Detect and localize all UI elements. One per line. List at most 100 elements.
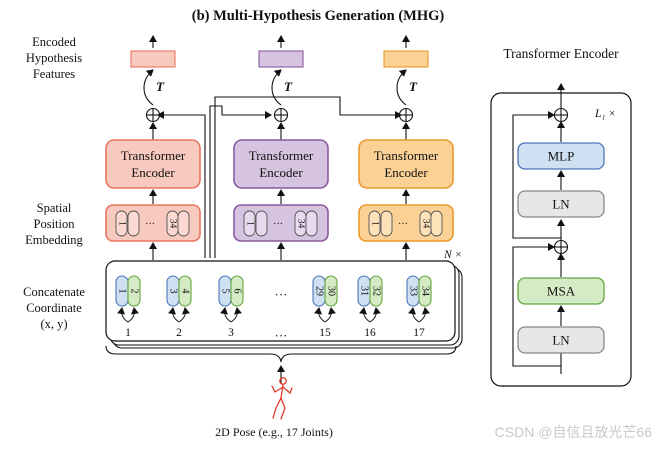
coord-y-token-1	[127, 275, 141, 307]
watermark: CSDN @自信且放光芒66	[495, 424, 653, 440]
coord-arrow-left-1	[117, 307, 129, 323]
te-residual-2	[512, 111, 561, 239]
feature-box-1	[130, 50, 176, 68]
embed-dots-3: ···	[398, 219, 408, 230]
adder-3	[398, 107, 414, 123]
label-encoded-line1: Encoded	[32, 35, 76, 49]
coord-arrow-right-5	[369, 307, 381, 323]
transformer-repeat-label: L₁ ×	[594, 108, 616, 120]
embed-token-2-2	[255, 210, 268, 237]
coord-x-label-2: 3	[168, 289, 179, 294]
transpose-label-2: T	[284, 79, 293, 94]
label-concat-line1: Concatenate	[23, 285, 85, 299]
skip-connections	[157, 96, 402, 258]
coord-x-label-6: 33	[408, 286, 419, 296]
joint-index-3: 3	[228, 327, 234, 339]
encoder-label-line2-1: Encoder	[131, 165, 175, 180]
te-mlp-block	[517, 142, 605, 170]
joint-index-6: 17	[413, 327, 425, 339]
coord-x-label-3: 5	[220, 289, 231, 294]
coord-arrow-right-6	[418, 307, 430, 323]
coord-arrow-left-4	[314, 307, 326, 323]
embed-token-1-1	[115, 210, 128, 237]
coord-arrow-right-3	[230, 307, 242, 323]
transpose-arrow-1	[143, 69, 154, 106]
embed-last-label-3: 34	[420, 219, 430, 229]
label-encoded-line2: Hypothesis	[26, 51, 82, 65]
label-concat-line2: Coordinate	[26, 301, 82, 315]
coord-arrow-right-4	[324, 307, 336, 323]
te-msa-block-label: MSA	[547, 284, 576, 299]
coord-x-label-4: 29	[314, 286, 325, 296]
embed-token-1-4	[177, 210, 190, 237]
transformer-panel-blocks: MLP LN MSA LN	[512, 83, 605, 374]
embed-first-label-1: 1	[116, 221, 126, 226]
adder-1	[145, 107, 161, 123]
coord-arrow-left-6	[408, 307, 420, 323]
coord-y-token-4	[324, 275, 338, 307]
pose-figure-icon	[271, 377, 293, 420]
transformer-encoder-3	[358, 139, 454, 189]
te-mlp-block-label: MLP	[548, 149, 575, 164]
skip-line-2	[209, 105, 272, 258]
te-ln-block-upper-label: LN	[552, 197, 570, 212]
label-spatial-line3: Embedding	[25, 233, 83, 247]
coord-y-label-1: 2	[129, 289, 140, 294]
te-msa-block	[517, 277, 605, 305]
te-adder-upper	[553, 107, 569, 123]
coord-arrow-left-5	[359, 307, 371, 323]
skip-line-3	[214, 96, 402, 258]
coord-y-label-6: 34	[420, 286, 431, 296]
skip-line-1	[157, 111, 206, 258]
te-residual-1	[512, 243, 561, 367]
embed-token-2-1	[243, 210, 256, 237]
joint-dots: ···	[275, 328, 288, 343]
stack-count-label: N ×	[443, 249, 462, 261]
adder-2	[273, 107, 289, 123]
embed-last-label-2: 34	[295, 219, 305, 229]
coord-x-label-1: 1	[117, 289, 128, 294]
embed-first-label-3: 1	[369, 221, 379, 226]
encoder-label-line1-2: Transformer	[249, 148, 314, 163]
coord-y-label-3: 6	[232, 289, 243, 294]
joint-index-1: 1	[125, 327, 131, 339]
embed-token-1-2	[127, 210, 140, 237]
transpose-label-1: T	[156, 79, 165, 94]
embed-first-label-2: 1	[244, 221, 254, 226]
curly-brace	[105, 345, 457, 363]
coord-y-token-3	[230, 275, 244, 307]
embed-token-3-2	[380, 210, 393, 237]
label-concat-line3: (x, y)	[40, 317, 67, 331]
hypothesis-columns: TTransformerEncoder1···34TTransformerEnc…	[105, 35, 454, 260]
transpose-arrow-3	[396, 69, 407, 106]
coord-y-label-4: 30	[326, 286, 337, 296]
pose-caption: 2D Pose (e.g., 17 Joints)	[215, 425, 333, 439]
coord-dots: ···	[275, 287, 288, 302]
coord-y-token-5	[369, 275, 383, 307]
te-ln-block-upper	[517, 190, 605, 218]
diagram-title: (b) Multi-Hypothesis Generation (MHG)	[192, 8, 445, 24]
te-ln-block-lower-label: LN	[552, 333, 570, 348]
embed-token-2-4	[305, 210, 318, 237]
encoder-label-line1-3: Transformer	[374, 148, 439, 163]
coord-y-token-6	[418, 275, 432, 307]
joint-index-2: 2	[176, 327, 182, 339]
coord-arrow-right-1	[127, 307, 139, 323]
transformer-encoder-2	[233, 139, 329, 189]
label-spatial-line2: Position	[34, 217, 76, 231]
embed-last-label-1: 34	[167, 219, 177, 229]
encoder-label-line1-1: Transformer	[121, 148, 186, 163]
label-encoded-line3: Features	[33, 67, 75, 81]
coord-y-token-2	[178, 275, 192, 307]
embed-token-3-4	[430, 210, 443, 237]
transpose-arrow-2	[271, 69, 282, 106]
